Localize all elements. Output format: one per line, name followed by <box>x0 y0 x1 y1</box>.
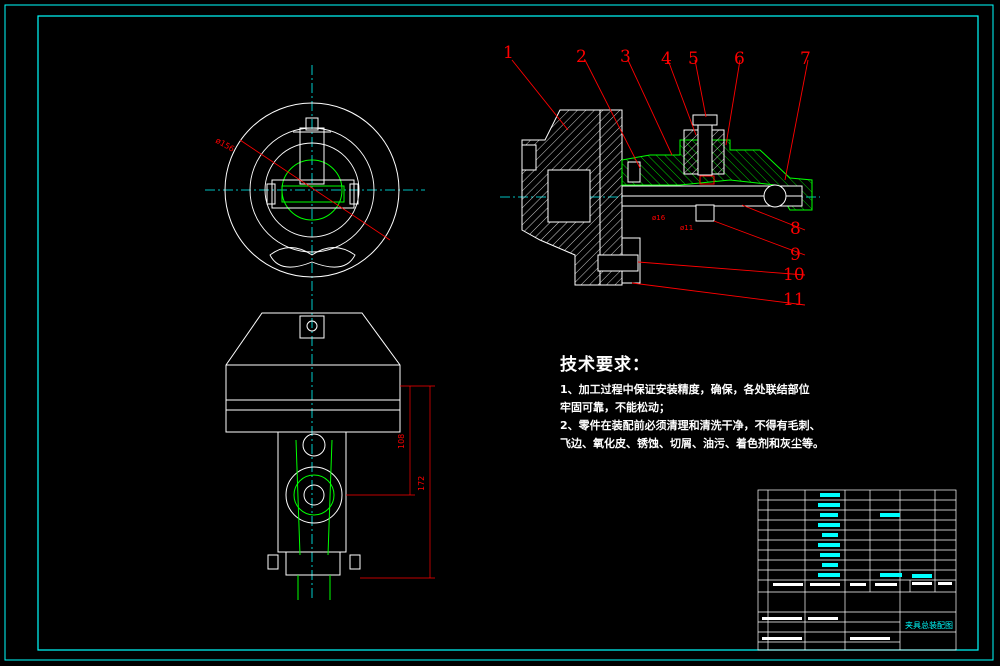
tech-requirement-line-3: 2、零件在装配前必须清理和清洗干净，不得有毛刺、 <box>560 419 821 432</box>
technical-requirements: 技术要求： 1、加工过程中保证安装精度，确保，各处联结部位 牢固可靠，不能松动；… <box>560 350 890 453</box>
tech-requirement-line-4: 飞边、氧化皮、锈蚀、切屑、油污、着色剂和灰尘等。 <box>560 437 824 450</box>
height-upper-label: 108 <box>397 434 406 449</box>
tech-requirement-line-1: 1、加工过程中保证安装精度，确保，各处联结部位 <box>560 383 810 396</box>
tech-requirements-title: 技术要求： <box>560 355 650 375</box>
part-label-10: 10 <box>783 265 805 285</box>
front-view: ø156 <box>205 65 425 300</box>
part-label-1: 1 <box>503 43 514 63</box>
height-total-label: 172 <box>417 476 426 491</box>
part-label-2: 2 <box>576 47 587 67</box>
part-label-3: 3 <box>620 47 631 67</box>
tech-requirement-line-2: 牢固可靠，不能松动； <box>560 401 670 414</box>
part-label-6: 6 <box>734 49 745 69</box>
side-view: 108 172 <box>225 300 435 600</box>
part-label-7: 7 <box>800 49 811 69</box>
front-diameter-label: ø156 <box>214 136 236 154</box>
bore-diameter-label: ø16 <box>652 214 666 222</box>
drawing-name: 夹具总装配图 <box>905 620 953 630</box>
part-label-11: 11 <box>783 290 805 310</box>
part-label-5: 5 <box>688 49 699 69</box>
section-view: ø16 ø11 1 2 3 4 5 6 7 8 9 10 11 <box>500 43 820 310</box>
part-label-4: 4 <box>661 49 672 69</box>
part-label-9: 9 <box>790 245 801 265</box>
inner-border <box>37 15 979 651</box>
part-number-labels: 1 2 3 4 5 6 7 8 9 10 11 <box>503 43 811 310</box>
leader-lines <box>511 59 809 306</box>
part-label-8: 8 <box>790 219 801 239</box>
shaft-diameter-label: ø11 <box>680 224 693 232</box>
outer-border <box>4 4 994 661</box>
title-block: 夹具总装配图 <box>757 489 957 651</box>
